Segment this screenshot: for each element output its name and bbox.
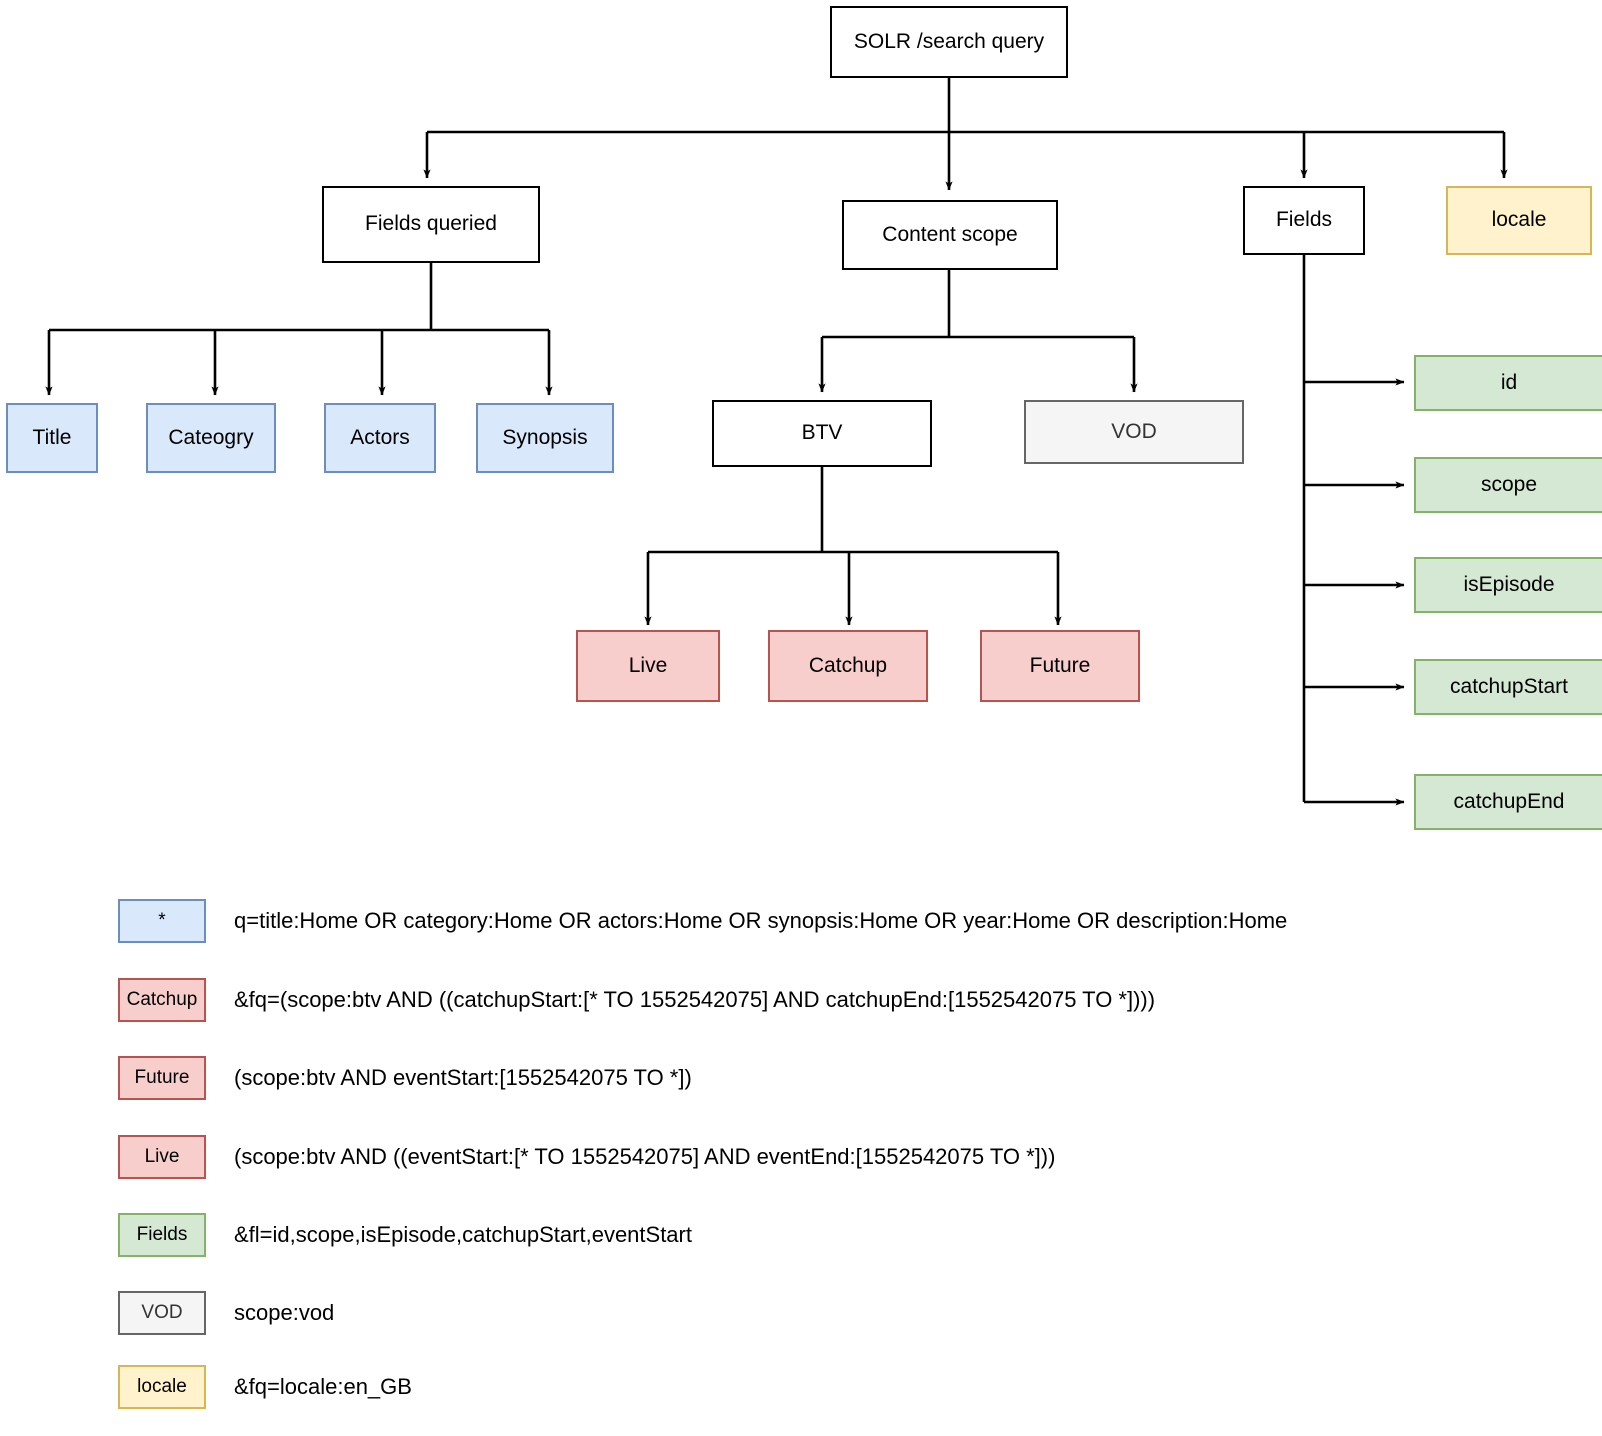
- node-field-isepisode-label: isEpisode: [1463, 572, 1555, 596]
- node-queried-field-category-label: Cateogry: [168, 425, 254, 449]
- legend-text-catchup: &fq=(scope:btv AND ((catchupStart:[* TO …: [234, 987, 1156, 1012]
- legend-text-locale: &fq=locale:en_GB: [234, 1374, 412, 1399]
- node-queried-field-actors-label: Actors: [350, 425, 410, 449]
- node-btv-catchup[interactable]: Catchup: [768, 630, 928, 702]
- node-field-scope[interactable]: scope: [1414, 457, 1602, 513]
- node-root-label: SOLR /search query: [853, 29, 1045, 53]
- node-scope-vod-label: VOD: [1111, 419, 1157, 443]
- node-field-catchupend-label: catchupEnd: [1453, 789, 1565, 813]
- legend-swatch-fields-label: Fields: [136, 1224, 188, 1245]
- node-field-catchupstart[interactable]: catchupStart: [1414, 659, 1602, 715]
- node-queried-field-synopsis-label: Synopsis: [502, 425, 588, 449]
- legend-row-catchup: Catchup &fq=(scope:btv AND ((catchupStar…: [118, 977, 1155, 1023]
- legend-text-future: (scope:btv AND eventStart:[1552542075 TO…: [234, 1065, 692, 1090]
- node-locale-label: locale: [1491, 208, 1547, 232]
- legend-swatch-future: Future: [118, 1056, 206, 1100]
- node-field-id-label: id: [1500, 370, 1518, 394]
- node-scope-btv-label: BTV: [801, 421, 843, 445]
- legend-swatch-query: *: [118, 899, 206, 943]
- node-queried-field-title-label: Title: [32, 425, 72, 449]
- legend-swatch-live-label: Live: [144, 1146, 180, 1167]
- legend-swatch-catchup: Catchup: [118, 978, 206, 1022]
- node-field-catchupstart-label: catchupStart: [1450, 674, 1568, 698]
- legend-text-fields: &fl=id,scope,isEpisode,catchupStart,even…: [234, 1222, 692, 1247]
- legend-swatch-vod: VOD: [118, 1291, 206, 1335]
- node-fields-queried-label: Fields queried: [365, 212, 497, 236]
- legend-text-live: (scope:btv AND ((eventStart:[* TO 155254…: [234, 1144, 1056, 1169]
- legend-row-query: * q=title:Home OR category:Home OR actor…: [118, 898, 1287, 944]
- node-btv-future[interactable]: Future: [980, 630, 1140, 702]
- node-queried-field-actors[interactable]: Actors: [324, 403, 436, 473]
- legend-row-live: Live (scope:btv AND ((eventStart:[* TO 1…: [118, 1134, 1055, 1180]
- node-btv-live[interactable]: Live: [576, 630, 720, 702]
- legend-text-vod: scope:vod: [234, 1300, 335, 1325]
- node-fields[interactable]: Fields: [1243, 186, 1365, 255]
- legend-row-fields: Fields &fl=id,scope,isEpisode,catchupSta…: [118, 1212, 692, 1258]
- legend-swatch-locale-label: locale: [137, 1376, 187, 1397]
- node-content-scope-label: Content scope: [882, 222, 1018, 246]
- node-btv-catchup-label: Catchup: [808, 653, 888, 677]
- node-queried-field-category[interactable]: Cateogry: [146, 403, 276, 473]
- legend-swatch-vod-label: VOD: [141, 1302, 183, 1323]
- legend-row-future: Future (scope:btv AND eventStart:[155254…: [118, 1055, 692, 1101]
- node-queried-field-synopsis[interactable]: Synopsis: [476, 403, 614, 473]
- node-field-isepisode[interactable]: isEpisode: [1414, 557, 1602, 613]
- node-field-scope-label: scope: [1480, 472, 1538, 496]
- legend-row-locale: locale &fq=locale:en_GB: [118, 1364, 412, 1410]
- node-locale[interactable]: locale: [1446, 186, 1592, 255]
- legend-swatch-live: Live: [118, 1135, 206, 1179]
- node-scope-vod[interactable]: VOD: [1024, 400, 1244, 464]
- node-content-scope[interactable]: Content scope: [842, 200, 1058, 270]
- node-scope-btv[interactable]: BTV: [712, 400, 932, 467]
- legend-swatch-query-label: *: [158, 910, 166, 931]
- node-root[interactable]: SOLR /search query: [830, 6, 1068, 78]
- legend-text-query: q=title:Home OR category:Home OR actors:…: [234, 908, 1288, 933]
- legend-swatch-fields: Fields: [118, 1213, 206, 1257]
- legend-row-vod: VOD scope:vod: [118, 1290, 334, 1336]
- legend-swatch-catchup-label: Catchup: [126, 989, 198, 1010]
- node-btv-live-label: Live: [628, 653, 668, 677]
- node-field-catchupend[interactable]: catchupEnd: [1414, 774, 1602, 830]
- node-fields-label: Fields: [1275, 208, 1333, 232]
- legend-swatch-locale: locale: [118, 1365, 206, 1409]
- node-fields-queried[interactable]: Fields queried: [322, 186, 540, 263]
- legend-swatch-future-label: Future: [134, 1067, 190, 1088]
- node-btv-future-label: Future: [1029, 653, 1091, 677]
- node-field-id[interactable]: id: [1414, 355, 1602, 411]
- node-queried-field-title[interactable]: Title: [6, 403, 98, 473]
